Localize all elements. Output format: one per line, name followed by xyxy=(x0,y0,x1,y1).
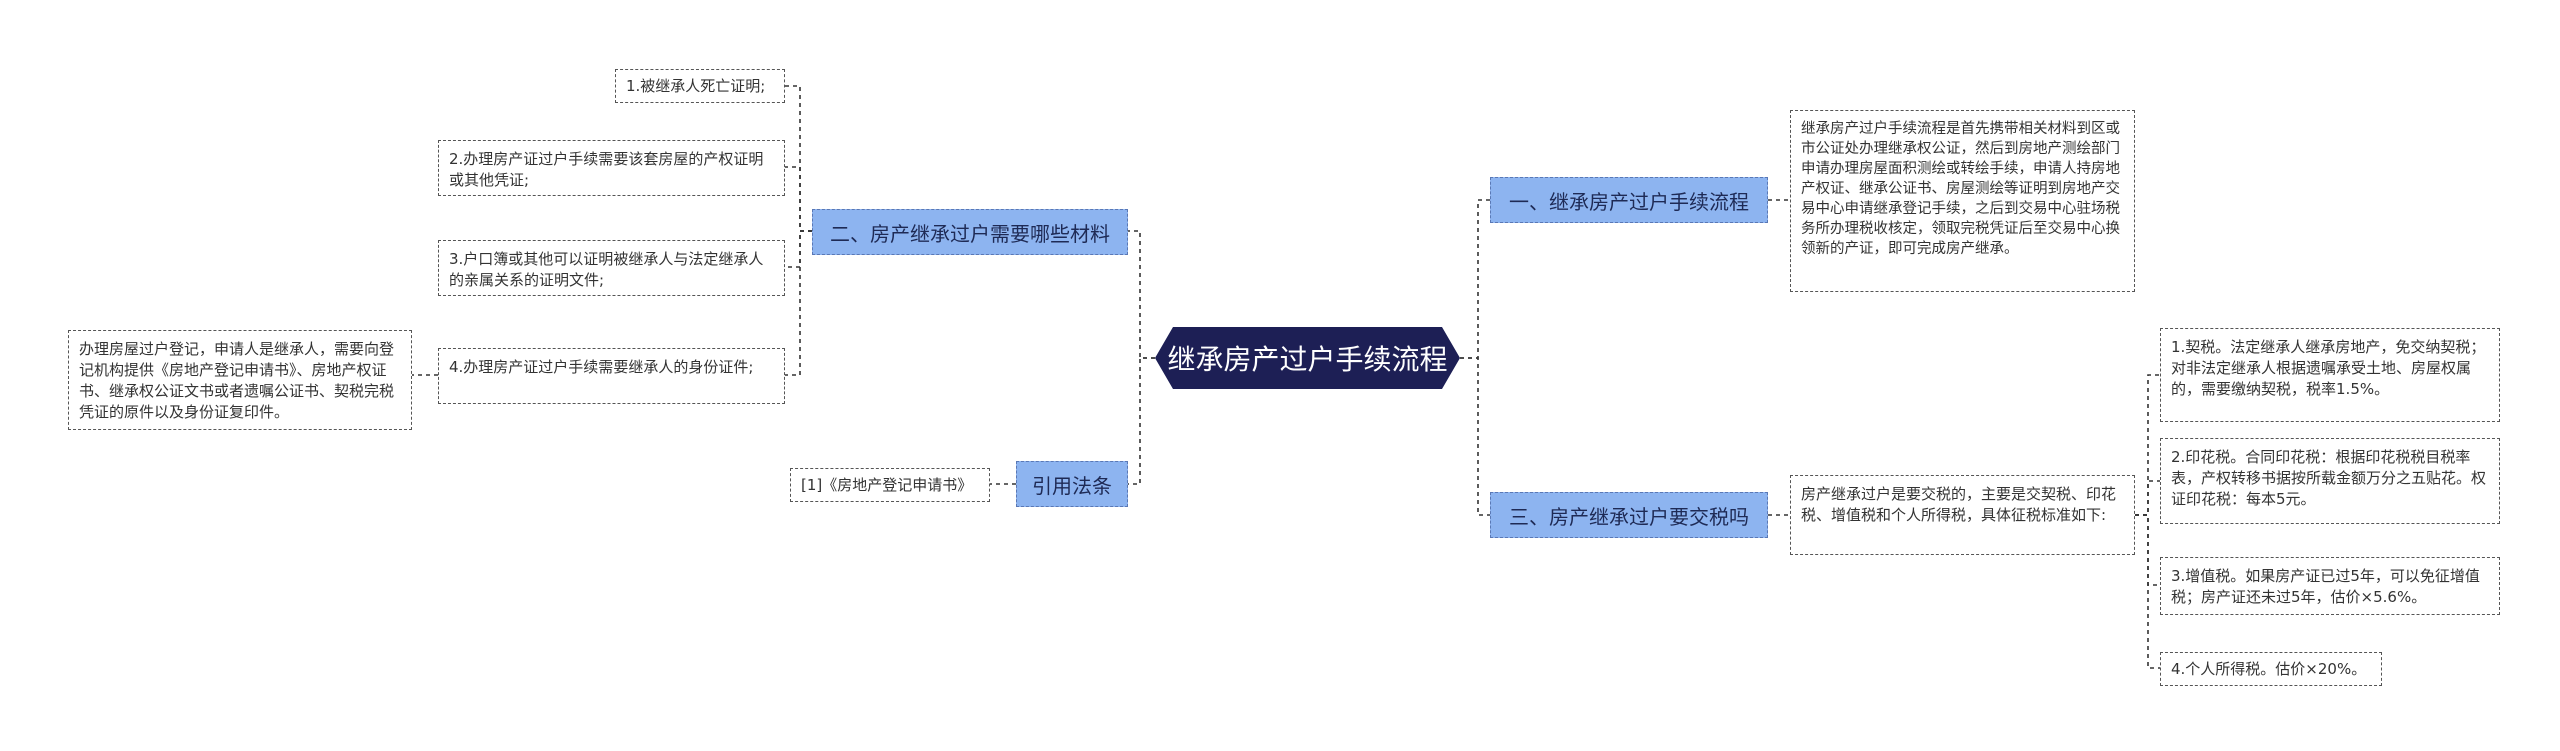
branch-label: 二、房产继承过户需要哪些材料 xyxy=(830,221,1110,246)
material-item-text: 4.办理房产证过户手续需要继承人的身份证件; xyxy=(449,358,754,376)
tax-item-text: 3.增值税。如果房产证已过5年，可以免征增值税；房产证还未过5年，估价×5.6%… xyxy=(2171,567,2480,606)
tax-item-deed: 1.契税。法定继承人继承房地产，免交纳契税；对非法定继承人根据遗嘱承受土地、房屋… xyxy=(2160,328,2500,422)
tax-intro: 房产继承过户是要交税的，主要是交契税、印花税、增值税和个人所得税，具体征税标准如… xyxy=(1790,475,2135,555)
material-item-text: 1.被继承人死亡证明; xyxy=(626,77,766,95)
tax-item-text: 2.印花税。合同印花税：根据印花税税目税率表，产权转移书据按所载金额万分之五贴花… xyxy=(2171,448,2487,508)
material-item-household-register: 3.户口簿或其他可以证明被继承人与法定继承人的亲属关系的证明文件; xyxy=(438,240,785,296)
material-item-id-document: 4.办理房产证过户手续需要继承人的身份证件; xyxy=(438,348,785,404)
root-title: 继承房产过户手续流程 xyxy=(1167,343,1448,376)
process-text: 继承房产过户手续流程是首先携带相关材料到区或市公证处办理继承权公证，然后到房地产… xyxy=(1801,121,2120,257)
branch-label: 一、继承房产过户手续流程 xyxy=(1509,189,1749,214)
tax-intro-text: 房产继承过户是要交税的，主要是交契税、印花税、增值税和个人所得税，具体征税标准如… xyxy=(1801,485,2117,524)
process-description: 继承房产过户手续流程是首先携带相关材料到区或市公证处办理继承权公证，然后到房地产… xyxy=(1790,110,2135,292)
branch-label: 三、房产继承过户要交税吗 xyxy=(1509,504,1749,529)
material-item-text: 2.办理房产证过户手续需要该套房屋的产权证明或其他凭证; xyxy=(449,150,764,189)
root-node[interactable]: 继承房产过户手续流程 xyxy=(1155,327,1460,389)
material-item-text: 3.户口簿或其他可以证明被继承人与法定继承人的亲属关系的证明文件; xyxy=(449,250,764,289)
cited-law-text: [1]《房地产登记申请书》 xyxy=(801,476,973,494)
tax-item-vat: 3.增值税。如果房产证已过5年，可以免征增值税；房产证还未过5年，估价×5.6%… xyxy=(2160,557,2500,615)
material-item-death-certificate: 1.被继承人死亡证明; xyxy=(615,69,785,103)
id-document-note: 办理房屋过户登记，申请人是继承人，需要向登记机构提供《房地产登记申请书》、房地产… xyxy=(68,330,412,430)
branch-required-materials[interactable]: 二、房产继承过户需要哪些材料 xyxy=(812,209,1128,255)
tax-item-stamp: 2.印花税。合同印花税：根据印花税税目税率表，产权转移书据按所载金额万分之五贴花… xyxy=(2160,438,2500,524)
id-document-note-text: 办理房屋过户登记，申请人是继承人，需要向登记机构提供《房地产登记申请书》、房地产… xyxy=(79,340,395,421)
cited-law-item[interactable]: [1]《房地产登记申请书》 xyxy=(790,468,990,502)
branch-inheritance-process[interactable]: 一、继承房产过户手续流程 xyxy=(1490,177,1768,223)
branch-label: 引用法条 xyxy=(1032,473,1112,498)
branch-cited-law[interactable]: 引用法条 xyxy=(1016,461,1128,507)
branch-tax-question[interactable]: 三、房产继承过户要交税吗 xyxy=(1490,492,1768,538)
tax-item-income: 4.个人所得税。估价×20%。 xyxy=(2160,652,2382,686)
material-item-property-certificate: 2.办理房产证过户手续需要该套房屋的产权证明或其他凭证; xyxy=(438,140,785,196)
tax-item-text: 1.契税。法定继承人继承房地产，免交纳契税；对非法定继承人根据遗嘱承受土地、房屋… xyxy=(2171,338,2486,398)
tax-item-text: 4.个人所得税。估价×20%。 xyxy=(2171,660,2367,678)
